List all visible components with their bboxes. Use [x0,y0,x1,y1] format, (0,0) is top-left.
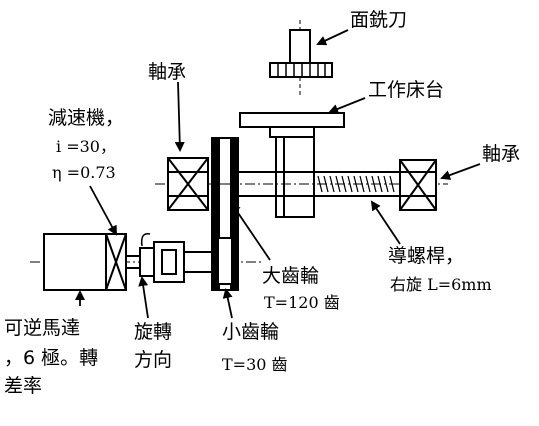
worktable [239,112,345,218]
reducer-label-3: η =0.73 [52,163,116,182]
small-gear-label-1: 小齒輪 [222,321,279,343]
rotation-label-2: 方向 [134,349,172,371]
left-bearing [167,157,209,211]
rotation-label-1: 旋轉 [134,321,172,343]
worktable-label: 工作床台 [368,79,444,101]
face-mill-label: 面銑刀 [350,9,407,31]
motor-label-1: 可逆馬達 [4,317,80,339]
right-bearing [399,159,437,211]
lead-screw-label-1: 導螺桿， [388,245,464,267]
coupling [139,233,213,283]
reducer-label-2: i =30， [56,137,116,156]
leader-lines [75,29,481,319]
reducer [105,233,140,291]
motor-label-2: ，6 極。轉 [4,347,98,369]
reducer-label-1: 減速機， [48,107,124,129]
small-gear [211,237,239,285]
bearing-left-label: 軸承 [148,61,186,83]
face-mill-cutter [269,20,333,96]
small-gear-label-2: T=30 齒 [222,355,288,374]
lead-screw-label-2: 右旋 L=6mm [390,275,492,294]
motor-label-3: 差率 [4,375,42,397]
bearing-right-label: 軸承 [482,143,520,165]
large-gear-label-1: 大齒輪 [262,265,319,287]
motor [43,233,107,291]
large-gear-label-2: T=120 齒 [264,293,340,312]
